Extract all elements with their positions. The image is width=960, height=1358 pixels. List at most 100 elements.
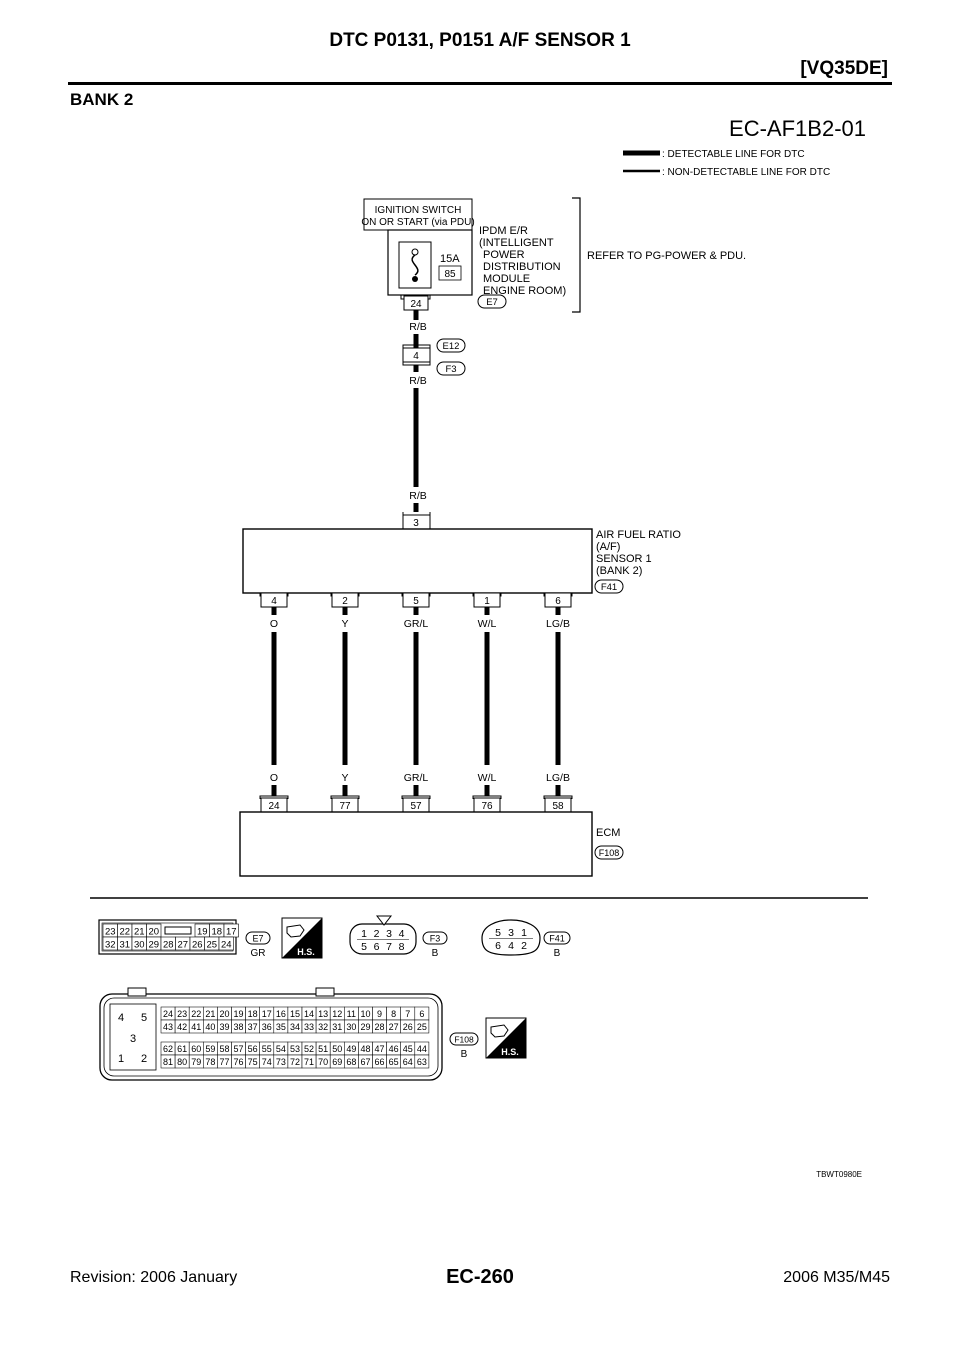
f108-pin: 47 (375, 1044, 385, 1054)
f3-pin: 4 (399, 928, 405, 940)
f108-pin: 61 (177, 1044, 187, 1054)
wire-5: 6LG/BLG/B58A/F-IP2 (540, 592, 576, 827)
wire-color-rb-bottom: R/B (409, 490, 427, 502)
wire-color-top: GR/L (404, 618, 429, 630)
f41-pin: 6 (495, 940, 501, 952)
f108-pin: 78 (205, 1057, 215, 1067)
header-rule (68, 82, 892, 85)
ignition-switch-line2: ON OR START (via PDU) (361, 217, 474, 228)
fuse-icon (411, 254, 419, 276)
f108-pin: 11 (347, 1009, 356, 1019)
e7-pin: 22 (119, 927, 130, 938)
footer-vehicle: 2006 M35/M45 (783, 1269, 890, 1286)
f108-pin: 7 (405, 1009, 410, 1019)
f108-connector-id: F108 (454, 1035, 474, 1045)
f108-pin: 64 (403, 1057, 413, 1067)
f108-pin: 46 (389, 1044, 399, 1054)
f3-pin: 8 (399, 941, 405, 953)
wire-color-bottom: LG/B (546, 772, 570, 784)
page-title: DTC P0131, P0151 A/F SENSOR 1 (329, 30, 631, 51)
ipdm-line3: POWER (483, 249, 525, 261)
f3-body (349, 923, 417, 955)
f108-pin: 81 (163, 1057, 173, 1067)
f108-pin: 26 (403, 1022, 413, 1032)
f108-inner (103, 997, 439, 1077)
f108-pin: 16 (276, 1009, 286, 1019)
f108-power-pin: 4 (118, 1012, 124, 1024)
f108-pin: 33 (304, 1022, 314, 1032)
f108-pin: 38 (234, 1022, 244, 1032)
f108-power-pin: 2 (141, 1053, 147, 1065)
f108-power-pin: 1 (118, 1053, 124, 1065)
e7-pin: 28 (163, 940, 174, 951)
f108-pin: 75 (248, 1057, 258, 1067)
joint-connector-tag-f3 (436, 361, 466, 376)
ecm-pin-24: 24 (268, 801, 280, 812)
fuse-amperage: 15A (440, 253, 460, 265)
e7-pin: 31 (119, 940, 130, 951)
ecm-label: ECM (596, 827, 620, 839)
f41-pin: 5 (495, 927, 501, 939)
joint-connector-e12: E12 (443, 341, 460, 352)
joint-connector-f3: F3 (445, 364, 456, 375)
f3-pin: 1 (361, 928, 367, 940)
ecm-pin-tab (543, 795, 573, 799)
ipdm-line2: (INTELLIGENT (479, 237, 554, 249)
f41-connector-color: B (554, 948, 561, 959)
af-sensor-line2: (A/F) (596, 541, 620, 553)
ipdm-connector-tag (477, 294, 507, 309)
f108-pin: 76 (234, 1057, 244, 1067)
f108-pin: 74 (262, 1057, 272, 1067)
e7-pin: 19 (197, 927, 208, 938)
e7-pin: 20 (148, 927, 159, 938)
ecm-pin-tab (259, 795, 289, 799)
f108-pin: 31 (332, 1022, 342, 1032)
f108-pin: 62 (163, 1044, 173, 1054)
f108-pin: 25 (417, 1022, 427, 1032)
e7-pin: 17 (226, 927, 237, 938)
af-sensor-line1: AIR FUEL RATIO (596, 529, 681, 541)
f108-power-pin: 5 (141, 1012, 147, 1024)
f108-pin: 23 (177, 1009, 187, 1019)
ecm-box (239, 811, 593, 877)
f108-power-pin: 3 (130, 1033, 136, 1045)
hs-text-1: H.S. (297, 947, 315, 957)
f108-pin: 18 (248, 1009, 258, 1019)
f108-pin: 80 (177, 1057, 187, 1067)
f108-pin: 9 (377, 1009, 382, 1019)
f108-pin: 10 (360, 1009, 370, 1019)
fuse-terminal-bottom (412, 276, 418, 282)
f108-pin: 40 (205, 1022, 215, 1032)
e7-pin: 21 (134, 927, 145, 938)
wire-4: 1W/LW/L76AF-UN2 (468, 592, 506, 827)
f3-pin: 2 (374, 928, 380, 940)
f108-pin: 70 (318, 1057, 328, 1067)
f108-pin: 39 (219, 1022, 229, 1032)
wire-color-top: LG/B (546, 618, 570, 630)
ipdm-line1: IPDM E/R (479, 225, 528, 237)
f108-pin: 50 (332, 1044, 342, 1054)
f108-pin: 35 (276, 1022, 286, 1032)
f108-latch-right (315, 987, 335, 997)
f41-pin: 2 (521, 940, 527, 952)
f108-connector-tag (449, 1032, 479, 1046)
e7-pin: 27 (177, 940, 188, 951)
f108-pin: 58 (219, 1044, 229, 1054)
ecm-connector-id: F108 (599, 848, 620, 858)
f108-pin: 43 (163, 1022, 173, 1032)
f108-latch-left (127, 987, 147, 997)
ecm-pin-tab (401, 795, 431, 799)
f41-body (481, 919, 541, 956)
f108-pin: 32 (318, 1022, 328, 1032)
f108-pin: 21 (205, 1009, 215, 1019)
fuse-number: 85 (444, 269, 456, 280)
engine-model: [VQ35DE] (800, 58, 888, 79)
e7-pin: 30 (134, 940, 145, 951)
hs-icon-1: H.S. (281, 917, 323, 959)
wire-color-top: W/L (478, 618, 497, 630)
f3-pin: 3 (386, 928, 392, 940)
e7-pin: 32 (105, 940, 116, 951)
